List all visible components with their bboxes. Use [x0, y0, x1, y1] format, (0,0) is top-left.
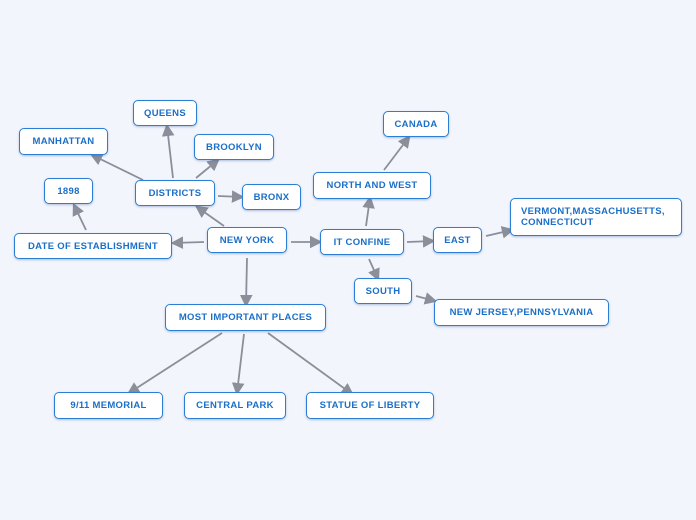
node-canada[interactable]: CANADA — [383, 111, 449, 137]
edge-south-to-newjersey — [415, 292, 438, 305]
edge-districts-to-manhattan — [89, 153, 144, 181]
edge-newyork-to-districts — [194, 205, 225, 227]
edge-itconfine-to-northwest — [362, 195, 375, 227]
edge-date-to-1898 — [72, 202, 87, 231]
edge-districts-to-brooklyn — [195, 158, 220, 179]
node-statue-of-liberty[interactable]: STATUE OF LIBERTY — [306, 392, 434, 419]
edge-districts-to-bronx — [217, 190, 245, 203]
edge-itconfine-to-south — [368, 258, 380, 282]
node-bronx[interactable]: BRONX — [242, 184, 301, 210]
node-most-important-places[interactable]: MOST IMPORTANT PLACES — [165, 304, 326, 331]
node-new-york[interactable]: NEW YORK — [207, 227, 287, 253]
node-manhattan[interactable]: MANHATTAN — [19, 128, 108, 155]
edge-places-to-centralpark — [231, 333, 245, 396]
edge-districts-to-queens — [161, 123, 175, 179]
edge-newyork-to-places — [239, 257, 253, 308]
node-it-confine[interactable]: IT CONFINE — [320, 229, 404, 255]
node-vermont-massachusetts-connecticut[interactable]: VERMONT,MASSACHUSETTS, CONNECTICUT — [510, 198, 682, 236]
node-911-memorial[interactable]: 9/11 MEMORIAL — [54, 392, 163, 419]
node-date-of-establishment[interactable]: DATE OF ESTABLISHMENT — [14, 233, 172, 259]
node-north-and-west[interactable]: NORTH AND WEST — [313, 172, 431, 199]
edge-east-to-vermont — [485, 226, 515, 239]
edge-places-to-memorial — [126, 332, 223, 395]
node-new-jersey-pennsylvania[interactable]: NEW JERSEY,PENNSYLVANIA — [434, 299, 609, 326]
edge-places-to-statue — [267, 332, 355, 396]
node-1898[interactable]: 1898 — [44, 178, 93, 204]
edge-northwest-to-canada — [383, 134, 411, 171]
node-districts[interactable]: DISTRICTS — [135, 180, 215, 206]
node-central-park[interactable]: CENTRAL PARK — [184, 392, 286, 419]
node-queens[interactable]: QUEENS — [133, 100, 197, 126]
node-brooklyn[interactable]: BROOKLYN — [194, 134, 274, 160]
edge-itconfine-to-east — [406, 235, 436, 248]
node-east[interactable]: EAST — [433, 227, 482, 253]
edge-newyork-to-date — [170, 236, 205, 249]
node-south[interactable]: SOUTH — [354, 278, 412, 304]
